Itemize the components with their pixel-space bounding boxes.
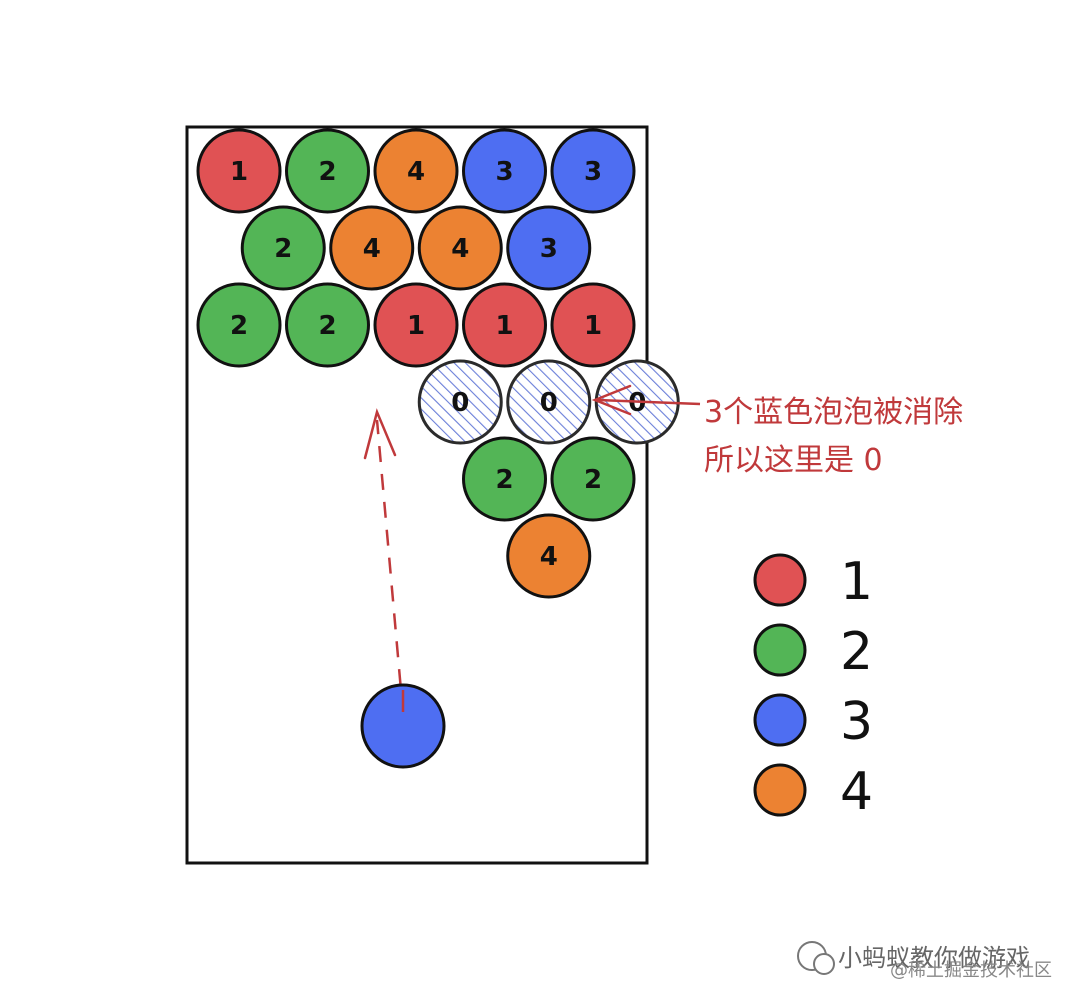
bubble-color-4 (373, 128, 459, 214)
bubble-number: 0 (451, 388, 469, 418)
bubble-number: 2 (495, 465, 513, 495)
legend-swatch-2 (753, 623, 807, 677)
bubble-number: 2 (584, 465, 602, 495)
bubble-color-2 (196, 282, 282, 368)
bubble-number: 2 (274, 234, 292, 264)
bubble-color-2 (285, 128, 370, 214)
annotation-arrow-line (597, 398, 701, 406)
watermark-main-text: 小蚂蚁教你做游戏 (838, 944, 1030, 972)
bubble-number: 0 (628, 388, 646, 418)
bubble-number: 2 (230, 311, 248, 341)
bubble-color-2 (550, 436, 636, 522)
legend-label-1: 1 (840, 552, 873, 612)
color-legend: 1 2 3 4 (753, 552, 873, 822)
bubble-color-4 (329, 205, 415, 291)
bubble-number: 3 (495, 157, 513, 187)
bubble-number: 4 (540, 542, 558, 572)
bubble-color-4 (506, 513, 592, 599)
bubble-color-3 (506, 205, 592, 291)
legend-label-3: 3 (840, 692, 873, 752)
bubble-number: 1 (495, 311, 513, 341)
bubble-number: 2 (318, 311, 336, 341)
bubble-number: 4 (451, 234, 469, 264)
watermark: 小蚂蚁教你做游戏 @稀土掘金技术社区 (797, 941, 1052, 981)
bubble-number: 1 (230, 157, 248, 187)
bubble-color-2 (240, 205, 326, 291)
legend-swatch-3 (753, 693, 807, 747)
aim-arrow-head (363, 408, 397, 460)
bubble-number: 4 (407, 157, 425, 187)
bubble-number: 0 (540, 388, 558, 418)
game-board-frame (185, 125, 649, 865)
bubble-color-1 (550, 282, 636, 368)
bubble-color-2 (285, 282, 370, 368)
bubble-number: 4 (363, 234, 381, 264)
bubble-number: 3 (540, 234, 558, 264)
watermark-sub-text: @稀土掘金技术社区 (890, 960, 1052, 981)
wechat-icon-inner (813, 953, 835, 975)
aim-dashed-line (375, 419, 405, 714)
empty-bubble-cell (417, 359, 503, 445)
bubble-color-1 (373, 282, 459, 368)
annotation-line-2: 所以这里是 0 (704, 443, 883, 478)
bubble-color-3 (550, 128, 636, 214)
legend-label-4: 4 (840, 762, 873, 822)
annotation-arrow-head (591, 384, 632, 416)
bubble-color-2 (462, 436, 547, 522)
bubble-number: 1 (584, 311, 602, 341)
legend-swatch-1 (753, 553, 807, 607)
bubble-grid: 1 2 4 3 3 2 4 4 3 2 2 1 1 1 0 0 0 2 2 4 (196, 128, 680, 599)
bubble-color-3 (462, 128, 547, 214)
bubble-color-1 (462, 282, 547, 368)
legend-label-2: 2 (840, 622, 873, 682)
annotation-line-1: 3个蓝色泡泡被消除 (704, 395, 963, 430)
shooter-bubble (360, 683, 446, 769)
bubble-number: 2 (318, 157, 336, 187)
bubble-number: 3 (584, 157, 602, 187)
bubble-color-4 (417, 205, 503, 291)
bubble-number: 1 (407, 311, 425, 341)
legend-swatch-4 (753, 763, 807, 817)
bubble-color-1 (196, 128, 282, 214)
empty-bubble-cell (506, 359, 592, 445)
